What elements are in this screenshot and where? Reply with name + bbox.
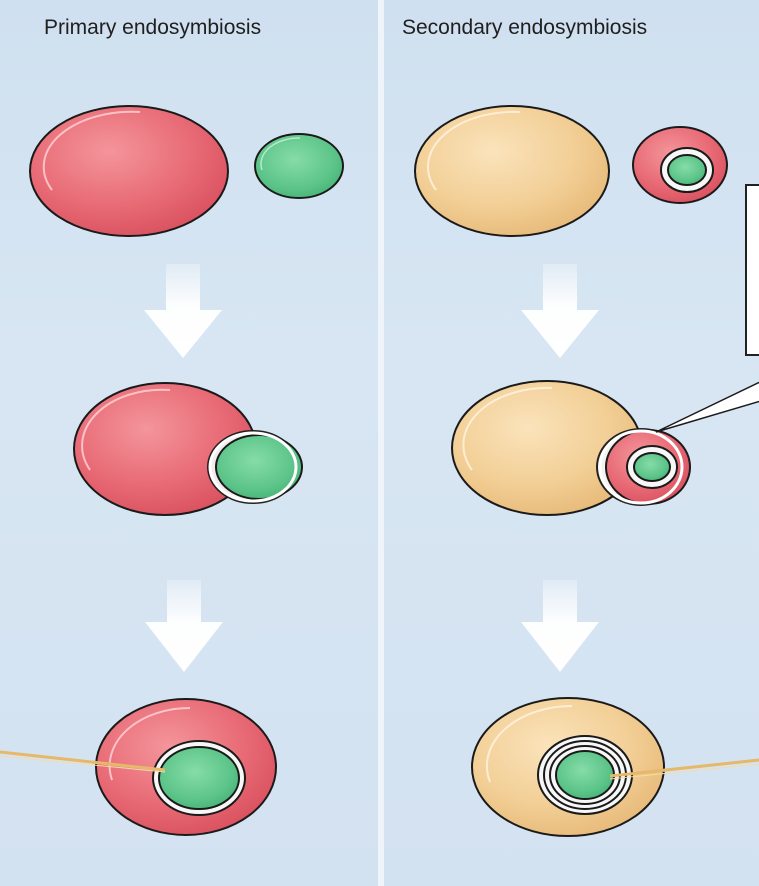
secondary-resulting-cell [472, 698, 664, 836]
primary-host-cell-1 [30, 106, 228, 236]
down-arrow-icon [145, 580, 223, 672]
secondary-engulfed-alga [597, 429, 690, 505]
primary-resulting-cell [96, 699, 276, 835]
secondary-free-alga [633, 127, 727, 203]
primary-free-symbiont [255, 134, 343, 198]
secondary-title: Secondary endosymbiosis [402, 16, 647, 40]
down-arrow-icon [521, 580, 599, 672]
down-arrow-icon [144, 264, 222, 358]
callout-box [745, 184, 759, 356]
primary-engulfed-symbiont [208, 431, 302, 503]
secondary-host-cell-1 [415, 106, 609, 236]
primary-title: Primary endosymbiosis [44, 16, 261, 40]
callout-pointer [656, 380, 759, 432]
down-arrow-icon [521, 264, 599, 358]
